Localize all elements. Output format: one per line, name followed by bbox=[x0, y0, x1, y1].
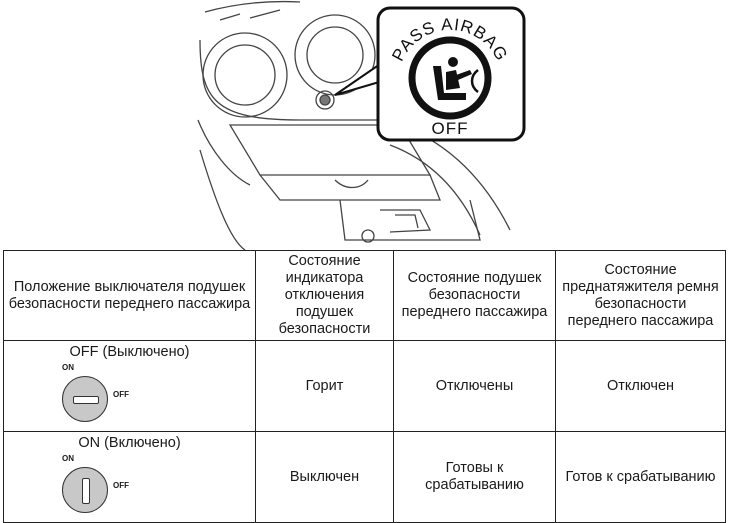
airbag-state-cell: Готовы к срабатыванию bbox=[393, 431, 556, 523]
console-drawing: PASS AIRBAG OFF bbox=[197, 0, 526, 250]
switch-position-label: OFF (Выключено) bbox=[69, 344, 190, 360]
header-switch-position: Положение выключателя подушек безопаснос… bbox=[3, 250, 256, 341]
switch-position-label: ON (Включено) bbox=[78, 435, 181, 451]
indicator-state-cell: Выключен bbox=[255, 431, 394, 523]
airbag-state-cell: Отключены bbox=[393, 340, 556, 432]
switch-off-position: ON OFF bbox=[62, 363, 142, 423]
header-indicator-state: Состояние индикатора отключения подушек … bbox=[255, 250, 394, 341]
switch-on-position: ON OFF bbox=[62, 454, 142, 514]
pretensioner-state-cell: Отключен bbox=[555, 340, 726, 432]
airbag-status-table: Положение выключателя подушек безопаснос… bbox=[3, 250, 726, 523]
header-airbag-state: Состояние подушек безопасности переднего… bbox=[393, 250, 556, 341]
table-row: OFF (Выключено) ON OFF Горит Отключены О… bbox=[3, 340, 726, 432]
header-pretensioner-state: Состояние преднатяжителя ремня безопасно… bbox=[555, 250, 726, 341]
switch-on-mark: ON bbox=[62, 363, 74, 372]
indicator-off-label: OFF bbox=[432, 119, 469, 138]
switch-position-cell: ON (Включено) ON OFF bbox=[3, 431, 256, 523]
table-row: ON (Включено) ON OFF Выключен Готовы к с… bbox=[3, 431, 726, 523]
dashboard-illustration: PASS AIRBAG OFF bbox=[0, 0, 730, 250]
switch-off-mark: OFF bbox=[113, 390, 129, 399]
indicator-state-cell: Горит bbox=[255, 340, 394, 432]
switch-position-cell: OFF (Выключено) ON OFF bbox=[3, 340, 256, 432]
pretensioner-state-cell: Готов к срабатыванию bbox=[555, 431, 726, 523]
switch-off-mark: OFF bbox=[113, 481, 129, 490]
switch-on-mark: ON bbox=[62, 454, 74, 463]
table-header-row: Положение выключателя подушек безопаснос… bbox=[3, 250, 726, 341]
switch-knob-off-icon bbox=[62, 376, 108, 422]
switch-knob-on-icon bbox=[62, 467, 108, 513]
